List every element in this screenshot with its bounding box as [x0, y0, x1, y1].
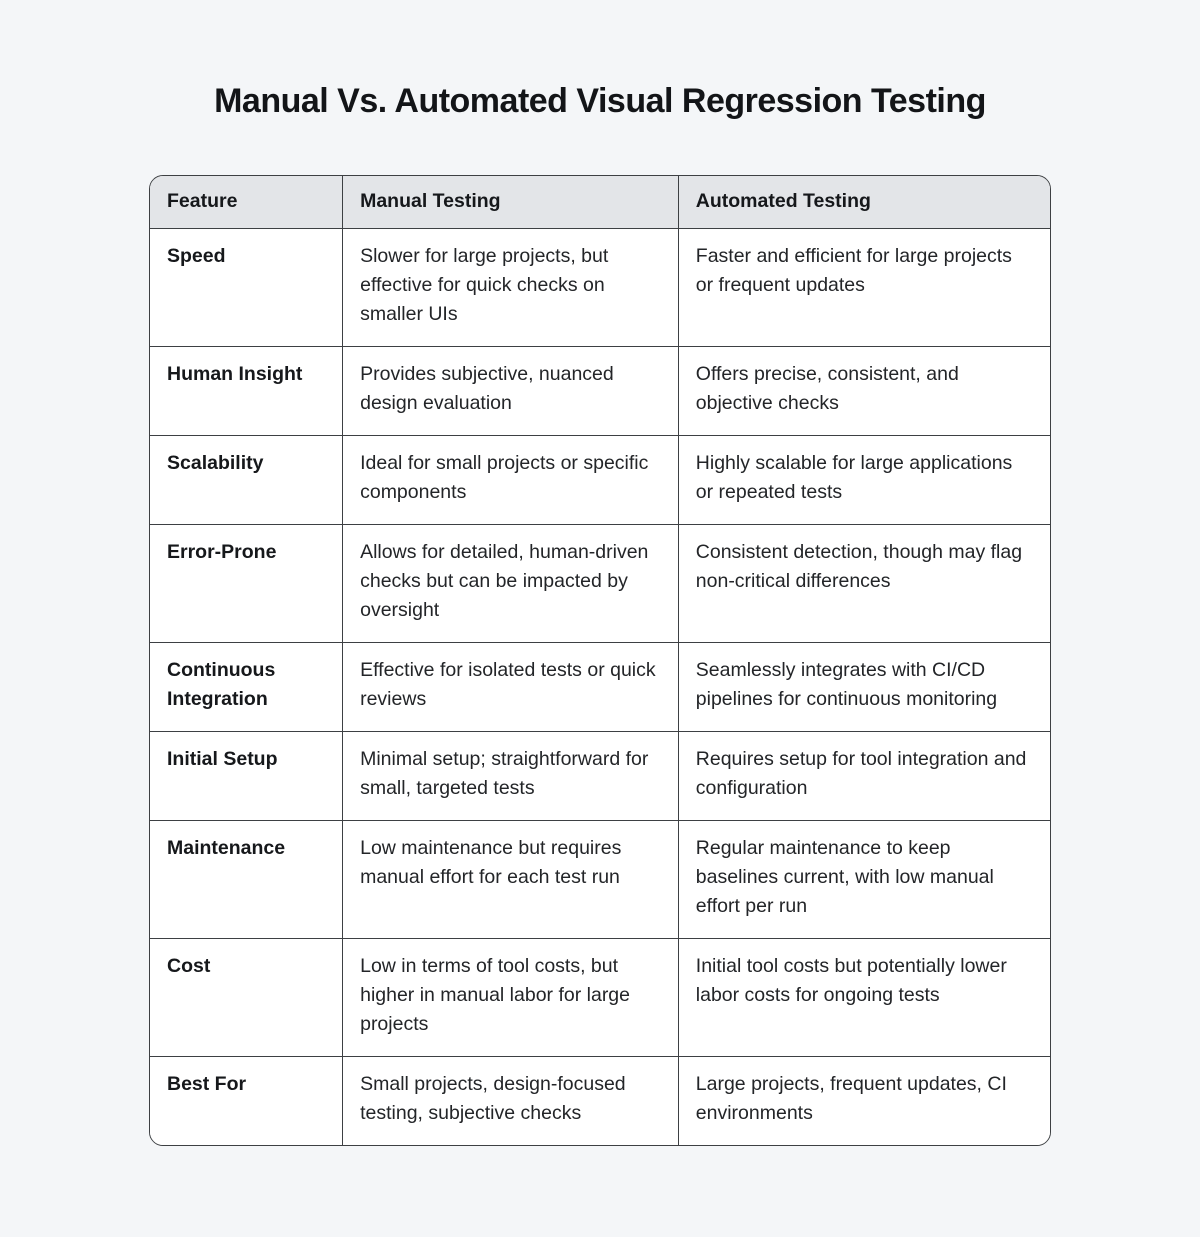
table-row-maintenance: Maintenance Low maintenance but requires… — [150, 820, 1050, 939]
automated-testing-cell: Highly scalable for large applications o… — [677, 435, 1050, 525]
feature-cell: Maintenance — [150, 820, 344, 939]
feature-cell: Cost — [150, 938, 344, 1057]
column-header-feature: Feature — [150, 176, 344, 229]
table-header-row: Feature Manual Testing Automated Testing — [150, 176, 1050, 229]
feature-cell: Human Insight — [150, 346, 344, 436]
table-row-cost: Cost Low in terms of tool costs, but hig… — [150, 938, 1050, 1057]
automated-testing-cell: Large projects, frequent updates, CI env… — [677, 1056, 1050, 1145]
comparison-table-grid: Feature Manual Testing Automated Testing… — [150, 176, 1050, 1145]
table-row-speed: Speed Slower for large projects, but eff… — [150, 228, 1050, 347]
table-row-error-prone: Error-Prone Allows for detailed, human-d… — [150, 524, 1050, 643]
manual-testing-cell: Low in terms of tool costs, but higher i… — [342, 938, 679, 1057]
automated-testing-cell: Offers precise, consistent, and objectiv… — [677, 346, 1050, 436]
page-title: Manual Vs. Automated Visual Regression T… — [214, 82, 986, 120]
manual-testing-cell: Small projects, design-focused testing, … — [342, 1056, 679, 1145]
table-row-continuous-integration: Continuous Integration Effective for iso… — [150, 642, 1050, 732]
comparison-table: Feature Manual Testing Automated Testing… — [149, 175, 1051, 1146]
automated-testing-cell: Regular maintenance to keep baselines cu… — [677, 820, 1050, 939]
feature-cell: Speed — [150, 228, 344, 347]
table-row-initial-setup: Initial Setup Minimal setup; straightfor… — [150, 731, 1050, 821]
table-row-best-for: Best For Small projects, design-focused … — [150, 1056, 1050, 1145]
manual-testing-cell: Effective for isolated tests or quick re… — [342, 642, 679, 732]
feature-cell: Continuous Integration — [150, 642, 344, 732]
feature-cell: Best For — [150, 1056, 344, 1145]
manual-testing-cell: Low maintenance but requires manual effo… — [342, 820, 679, 939]
manual-testing-cell: Allows for detailed, human-driven checks… — [342, 524, 679, 643]
table-row-human-insight: Human Insight Provides subjective, nuanc… — [150, 346, 1050, 436]
automated-testing-cell: Faster and efficient for large projects … — [677, 228, 1050, 347]
automated-testing-cell: Seamlessly integrates with CI/CD pipelin… — [677, 642, 1050, 732]
feature-cell: Initial Setup — [150, 731, 344, 821]
automated-testing-cell: Requires setup for tool integration and … — [677, 731, 1050, 821]
manual-testing-cell: Provides subjective, nuanced design eval… — [342, 346, 679, 436]
manual-testing-cell: Slower for large projects, but effective… — [342, 228, 679, 347]
manual-testing-cell: Ideal for small projects or specific com… — [342, 435, 679, 525]
manual-testing-cell: Minimal setup; straightforward for small… — [342, 731, 679, 821]
automated-testing-cell: Consistent detection, though may flag no… — [677, 524, 1050, 643]
column-header-automated: Automated Testing — [677, 176, 1050, 229]
feature-cell: Error-Prone — [150, 524, 344, 643]
automated-testing-cell: Initial tool costs but potentially lower… — [677, 938, 1050, 1057]
column-header-manual: Manual Testing — [342, 176, 679, 229]
feature-cell: Scalability — [150, 435, 344, 525]
table-row-scalability: Scalability Ideal for small projects or … — [150, 435, 1050, 525]
